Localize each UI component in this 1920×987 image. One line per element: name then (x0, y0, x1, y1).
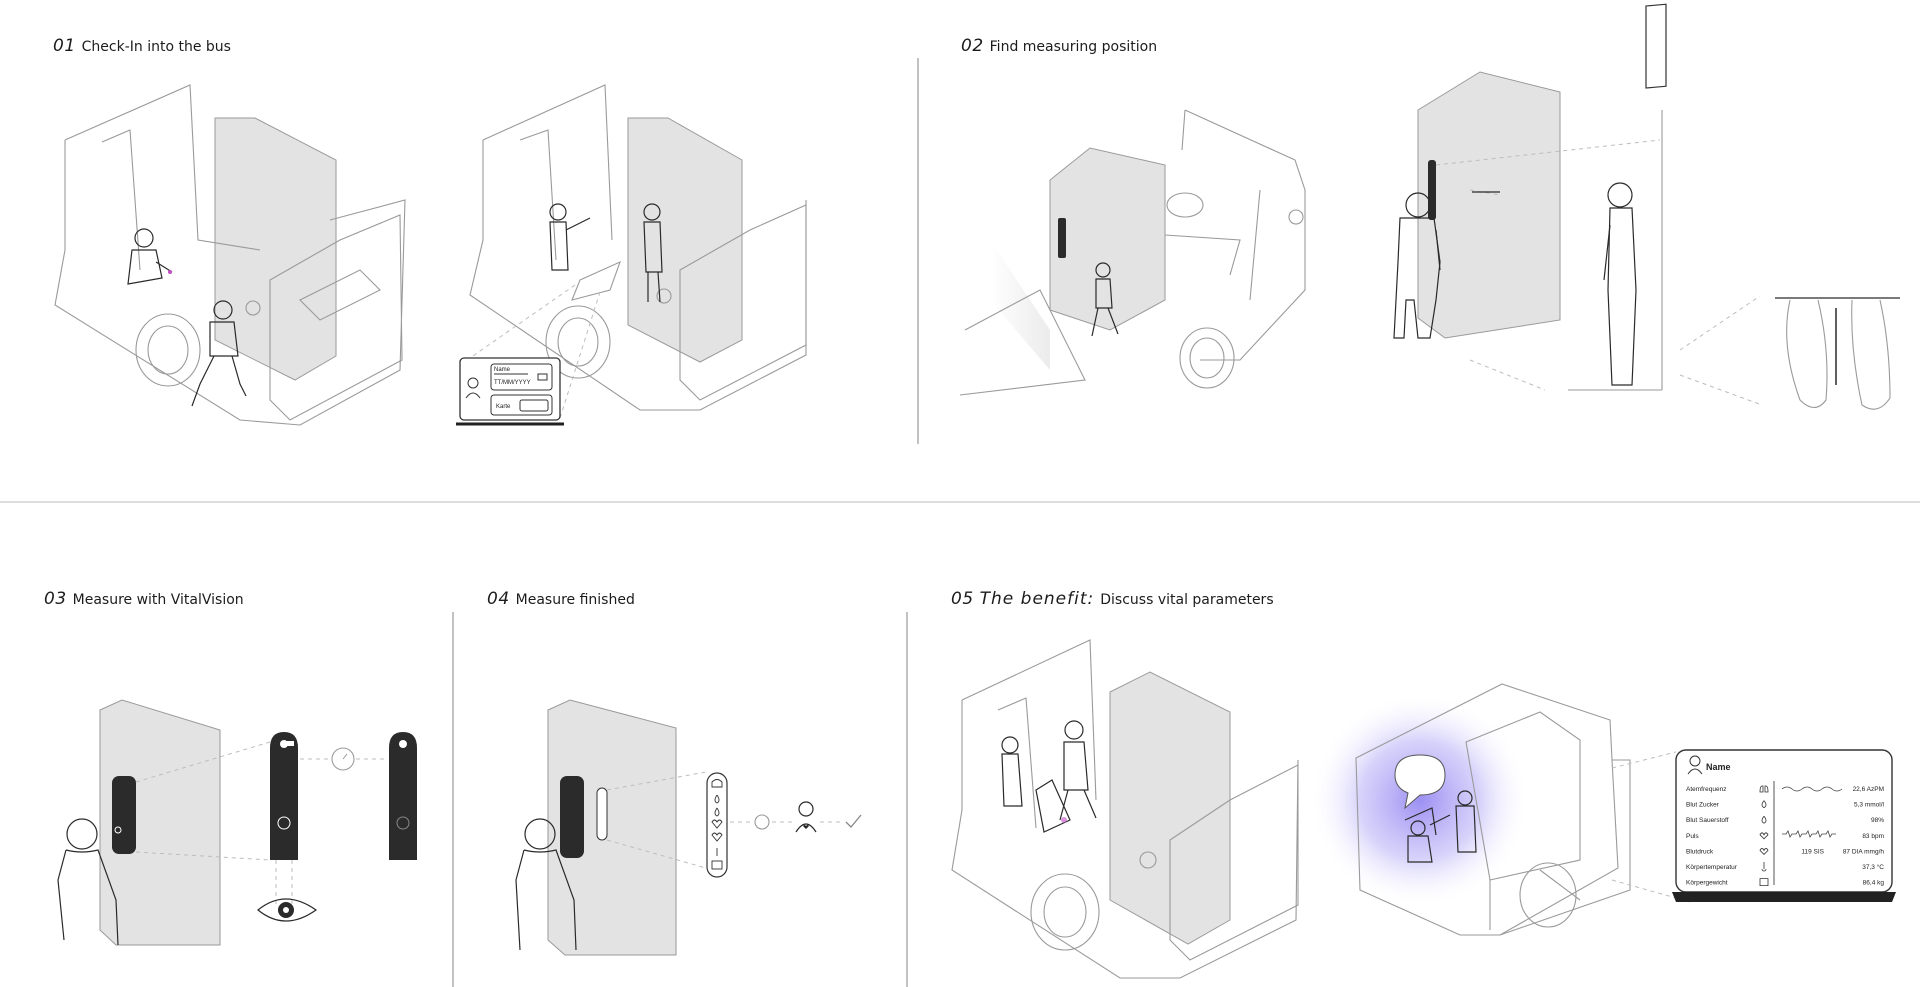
vitals-panel: Name Atemfrequenz 22,6 AzPM Blut Zucker 5,3… (1672, 749, 1896, 902)
step-03-title: 03 Measure with VitalVision (44, 589, 244, 609)
vitals-icons-strip (711, 779, 723, 870)
vital-row: Blutdruck 119 SIS 87 DIA mmg/h (1686, 848, 1884, 855)
step-number: 04 (487, 589, 510, 609)
step-number: 05 (951, 589, 974, 609)
vital-label: Blut Sauerstoff (1686, 817, 1729, 824)
booth-closeup (1393, 3, 1900, 410)
checkin-screen: Name TT/MM/YYYY Karte (456, 357, 564, 426)
measure-scene (57, 699, 417, 946)
scale-icon (1759, 878, 1769, 886)
step-05-title: 05 The benefit: Discuss vital parameters (951, 589, 1274, 609)
bus-scene-benefit-a (951, 639, 1299, 979)
vital-value: 5,3 mmol/l (1854, 802, 1885, 809)
vital-label: Körpergewicht (1686, 880, 1728, 887)
step-emphasis: The benefit: (979, 589, 1095, 609)
step-number: 02 (961, 36, 984, 56)
step-number: 01 (53, 36, 76, 56)
lungs-icon (1759, 785, 1769, 793)
vital-row: Körpertemperatur 37,3 °C (1686, 862, 1884, 872)
vital-label: Körpertemperatur (1686, 864, 1738, 871)
vital-label: Blutdruck (1686, 848, 1714, 855)
step-label: Check-In into the bus (81, 39, 231, 55)
vital-value: 37,3 °C (1862, 863, 1884, 871)
bus-scene-checkin-a (54, 84, 406, 426)
step-label: Discuss vital parameters (1100, 592, 1274, 608)
vital-value: 22,6 AzPM (1853, 786, 1884, 793)
vital-value: 87 DIA mmg/h (1843, 848, 1885, 855)
step-02-title: 02 Find measuring position (961, 36, 1157, 56)
drop-icon (1761, 800, 1767, 809)
vital-value: 86,4 kg (1863, 880, 1885, 887)
heart-pressure-icon (1759, 848, 1769, 855)
vital-rows: Atemfrequenz 22,6 AzPM Blut Zucker 5,3 mmol… (1686, 785, 1885, 887)
vital-label: Atemfrequenz (1686, 786, 1726, 793)
checkin-name-label: Name (494, 367, 511, 373)
vital-label: Puls (1686, 833, 1699, 840)
bus-scene-find-position (959, 109, 1306, 396)
bus-scene-benefit-b (1310, 683, 1691, 936)
vital-value: 98% (1871, 817, 1884, 824)
pulse-wave (1782, 830, 1836, 838)
vitals-panel-title: Name (1706, 762, 1731, 772)
vital-value-systolic: 119 SIS (1801, 848, 1824, 855)
measure-finished-scene (515, 699, 862, 956)
vital-row: Blut Sauerstoff 98% (1686, 815, 1884, 824)
drop-icon (1761, 815, 1767, 824)
vital-row: Körpergewicht 86,4 kg (1686, 878, 1885, 887)
vital-value: 83 bpm (1862, 833, 1884, 840)
step-label: Find measuring position (989, 39, 1158, 55)
bus-scene-checkin-b (469, 84, 807, 419)
step-01-title: 01 Check-In into the bus (53, 36, 231, 56)
heart-icon (1759, 832, 1769, 840)
step-04-title: 04 Measure finished (487, 589, 635, 609)
vital-label: Blut Zucker (1686, 802, 1720, 809)
step-label: Measure with VitalVision (72, 592, 244, 608)
vital-row: Atemfrequenz 22,6 AzPM (1686, 785, 1884, 793)
checkin-date-placeholder: TT/MM/YYYY (494, 380, 531, 386)
vital-row: Blut Zucker 5,3 mmol/l (1686, 800, 1885, 809)
breathing-wave (1781, 786, 1843, 792)
step-label: Measure finished (515, 592, 635, 608)
checkin-card-label: Karte (496, 404, 511, 410)
step-number: 03 (44, 589, 67, 609)
vital-row: Puls 83 bpm (1686, 832, 1884, 840)
thermometer-icon (1761, 862, 1767, 872)
